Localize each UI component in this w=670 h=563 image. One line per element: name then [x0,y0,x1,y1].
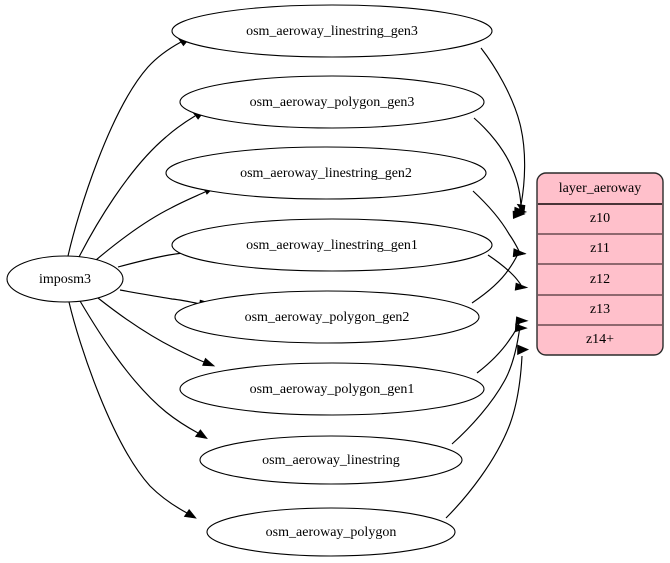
node-label-linestring: osm_aeroway_linestring [262,453,400,468]
layer-table-row-z12[interactable]: z12 [590,272,610,287]
node-label-polygon-gen1: osm_aeroway_polygon_gen1 [250,382,415,397]
layer-table-row-z10-label: z10 [590,211,610,226]
layer-table-row-z14plus-label: z14+ [586,332,614,347]
node-osm_aeroway_polygon_gen2[interactable]: osm_aeroway_polygon_gen2 [174,290,480,344]
node-layer_aeroway-table[interactable]: layer_aeroway z10 z11 z12 z13 z14+ [536,172,664,356]
edge-osm_aeroway_linestring-to-z13 [451,323,528,445]
node-label-polygon-gen3: osm_aeroway_polygon_gen3 [250,95,415,110]
edge-group-tables-to-layer [445,47,530,519]
edge-osm_aeroway_polygon_gen1-to-z13 [476,316,529,374]
node-label-linestring-gen2: osm_aeroway_linestring_gen2 [240,166,412,181]
edge-osm_aeroway_linestring_gen1-to-z12 [487,254,529,291]
edge-imposm3-to-osm_aeroway_polygon_gen1 [97,297,216,367]
node-osm_aeroway_linestring_gen1[interactable]: osm_aeroway_linestring_gen1 [171,218,493,272]
layer-table-row-z13[interactable]: z13 [590,302,610,317]
node-imposm3[interactable]: imposm3 [6,255,124,303]
node-osm_aeroway_linestring_gen2[interactable]: osm_aeroway_linestring_gen2 [165,146,487,200]
edge-imposm3-to-osm_aeroway_linestring_gen3 [67,36,192,257]
layer-table-row-z11-label: z11 [590,241,610,256]
node-label-linestring-gen1: osm_aeroway_linestring_gen1 [246,238,418,253]
node-label-polygon-gen2: osm_aeroway_polygon_gen2 [245,310,410,325]
layer-table-row-z10[interactable]: z10 [590,211,610,226]
node-label-linestring-gen3: osm_aeroway_linestring_gen3 [246,24,418,39]
node-osm_aeroway_linestring[interactable]: osm_aeroway_linestring [199,435,463,485]
node-osm_aeroway_polygon[interactable]: osm_aeroway_polygon [206,507,456,557]
edge-imposm3-to-osm_aeroway_linestring [79,300,208,440]
node-osm_aeroway_linestring_gen3[interactable]: osm_aeroway_linestring_gen3 [171,4,493,58]
edge-osm_aeroway_polygon-to-z14plus [445,344,530,519]
layer-table-row-z11[interactable]: z11 [590,241,610,256]
node-osm_aeroway_polygon_gen3[interactable]: osm_aeroway_polygon_gen3 [179,75,485,129]
node-imposm3-label: imposm3 [39,272,91,287]
layer-table-row-z13-label: z13 [590,302,610,317]
node-osm_aeroway_polygon_gen1[interactable]: osm_aeroway_polygon_gen1 [179,362,485,416]
layer-table-title: layer_aeroway [559,181,641,196]
layer-table-row-z14plus[interactable]: z14+ [586,332,614,347]
edge-osm_aeroway_polygon_gen2-to-z11 [471,248,527,304]
edge-osm_aeroway_linestring_gen3-to-z10 [480,47,526,220]
edge-osm_aeroway_polygon_gen3-to-z10 [473,117,528,216]
edge-imposm3-to-osm_aeroway_polygon [68,301,197,519]
node-label-polygon: osm_aeroway_polygon [266,525,397,540]
layer-table-row-z12-label: z12 [590,272,610,287]
